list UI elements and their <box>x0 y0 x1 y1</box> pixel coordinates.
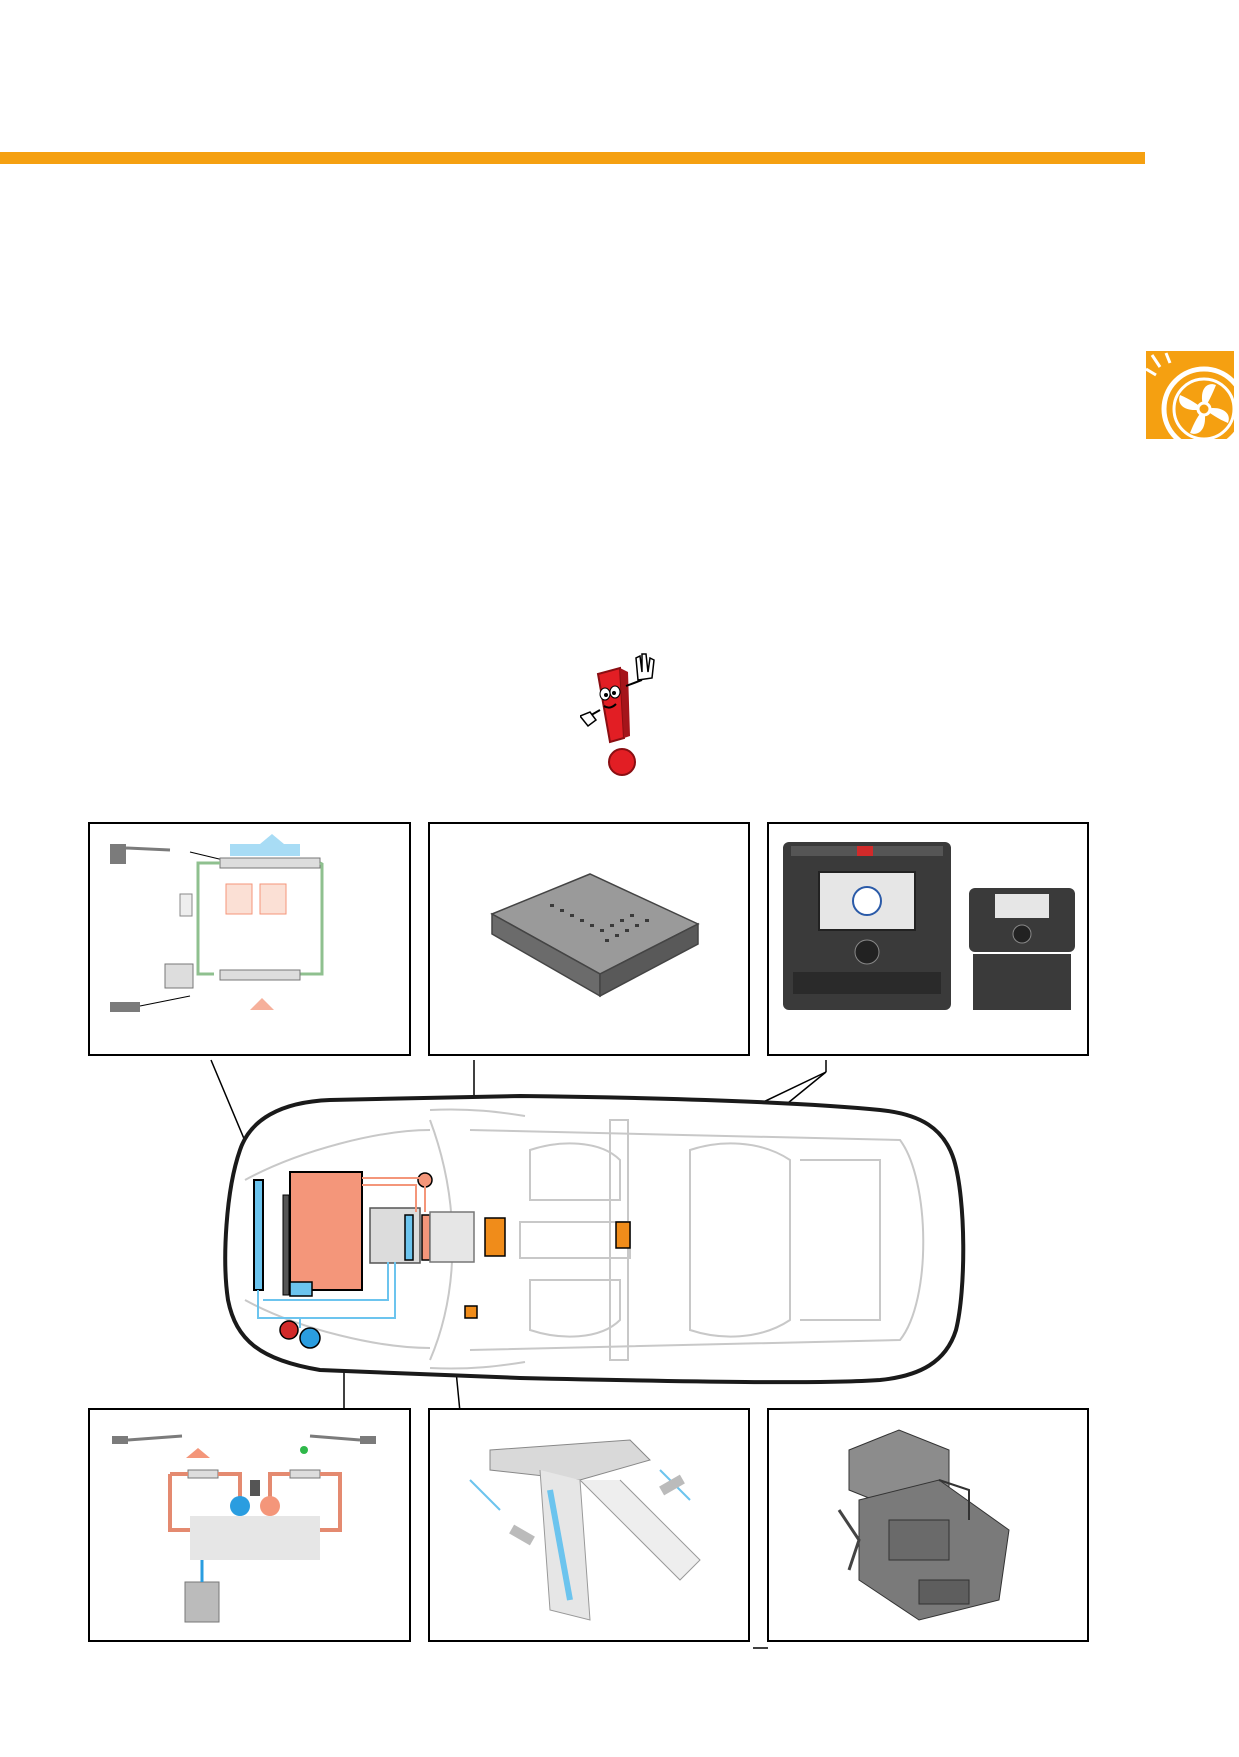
hot-circuit-marker <box>279 1320 299 1340</box>
chapter-tab <box>1145 351 1239 452</box>
ac-unit <box>429 1211 475 1263</box>
exclamation-mascot-icon <box>578 653 655 776</box>
refrigerant-circuit-panel <box>88 822 411 1056</box>
radiator-dark <box>282 1194 290 1296</box>
header-accent-bar <box>0 152 1145 164</box>
condenser <box>253 1179 264 1291</box>
control-unit-small <box>464 1305 478 1319</box>
engine-block <box>289 1171 363 1291</box>
heater-core <box>421 1214 431 1261</box>
evaporator <box>404 1214 414 1261</box>
car-body-outline <box>223 1093 966 1385</box>
control-unit-front <box>484 1217 506 1257</box>
cold-circuit-marker <box>299 1327 321 1349</box>
coolant-circuit-panel <box>88 1408 411 1642</box>
coolant-tank <box>289 1281 313 1297</box>
warning-mascot <box>578 652 658 778</box>
receiver-drier <box>417 1172 433 1188</box>
control-unit-rear <box>615 1221 631 1249</box>
control-unit-module-panel <box>428 822 750 1056</box>
heater-box <box>369 1207 421 1264</box>
air-ducts-panel <box>428 1408 750 1642</box>
air-conditioning-unit-panel <box>767 1408 1089 1642</box>
operating-units-panel <box>767 822 1089 1056</box>
fan-icon <box>1145 351 1239 452</box>
